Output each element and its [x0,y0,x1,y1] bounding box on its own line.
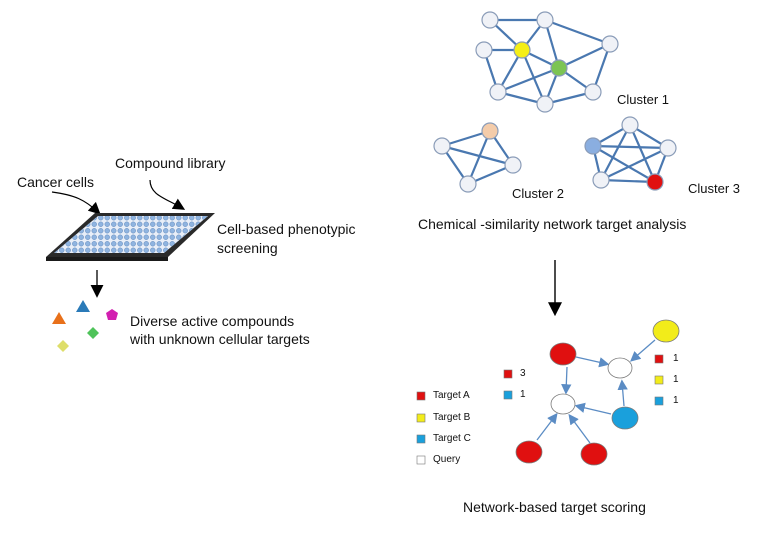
magenta-pentagon-compound [106,309,118,320]
count-right-target-a: 1 [673,353,679,364]
count-swatches-right [654,354,664,406]
cluster2-network [441,129,514,186]
legend-label-target-a: Target A [433,390,470,401]
cancer-cells-arrow [51,191,101,215]
compound-library-arrow [149,179,186,210]
screening-label-line2: screening [217,240,278,256]
count-swatches-left [503,369,513,400]
cluster2-nodes [433,122,522,193]
cluster3-label: Cluster 3 [688,181,741,196]
well-plate [46,213,215,261]
target-a-node [580,442,608,466]
legend-label-target-b: Target B [433,412,471,423]
yellow-diamond-compound [57,340,69,352]
cluster1-label: Cluster 1 [617,92,670,107]
compounds-label-line1: Diverse active compounds [130,313,295,329]
compounds-label-line2: with unknown cellular targets [130,331,310,347]
scoring-network-edges [536,339,656,444]
legend-swatches [416,391,426,465]
count-left-target-c: 1 [520,389,526,400]
count-right-target-b: 1 [673,374,679,385]
legend-label-query: Query [433,454,461,465]
cluster3-nodes [584,116,677,191]
target-c-node [611,406,639,430]
screening-label-line1: Cell-based phenotypic [217,221,356,237]
query-node [607,357,633,379]
analysis-caption: Chemical -similarity network target anal… [418,216,687,232]
orange-triangle-compound [52,312,66,324]
cancer-cells-label: Cancer cells [17,174,95,190]
scoring-network-nodes [515,319,680,466]
target-a-node [515,440,543,464]
blue-triangle-compound [76,300,90,312]
query-node [550,393,576,415]
scoring-caption: Network-based target scoring [463,499,646,515]
cluster2-label: Cluster 2 [512,186,565,201]
count-right-target-c: 1 [673,395,679,406]
target-a-node [549,342,577,366]
green-diamond-compound [87,327,99,339]
compound-library-label: Compound library [115,155,226,171]
legend-label-target-c: Target C [433,433,471,444]
target-b-node [652,319,680,343]
count-left-target-a: 3 [520,368,526,379]
cluster1-nodes [475,11,619,113]
